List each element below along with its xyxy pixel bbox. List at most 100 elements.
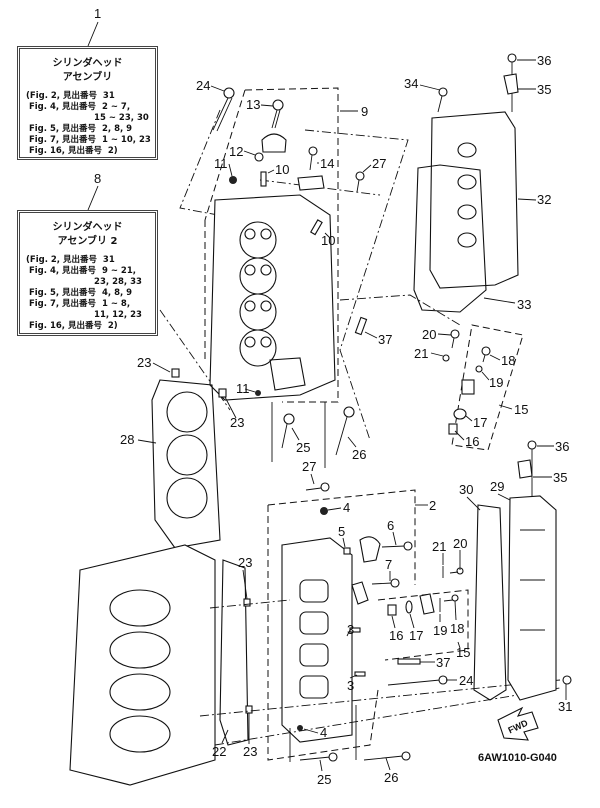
crankcase-block	[69, 544, 216, 786]
block-cylinders	[109, 589, 171, 753]
assembly-boundary-2-edge	[267, 505, 379, 761]
callout: 2	[429, 498, 436, 513]
callout: 13	[246, 97, 260, 112]
ref-line	[209, 599, 291, 609]
callout: 22	[212, 744, 226, 759]
callout: 33	[517, 297, 531, 312]
assembly-boundary-9-edge	[204, 89, 246, 221]
bolt-27-upper	[355, 171, 365, 193]
callout: 9	[361, 104, 368, 119]
ref-row: (Fig. 2, 見出番号 31	[26, 255, 115, 265]
assembly-boundary-2	[267, 489, 416, 585]
head-gasket-28	[151, 379, 221, 549]
callout: 23	[238, 555, 252, 570]
leader-8	[87, 185, 99, 211]
ref-line	[339, 294, 461, 326]
nut-4-lower	[297, 725, 303, 731]
bolt-25-upper	[281, 413, 295, 449]
ref-row: (Fig. 2, 見出番号 31	[26, 91, 115, 101]
callout: 21	[432, 539, 446, 554]
plug-37-lower	[397, 658, 421, 665]
assembly-box-8-title: シリンダヘッド アセンブリ 2	[20, 221, 155, 249]
callout: 18	[501, 353, 515, 368]
ref-row: Fig. 16, 見出番号 2)	[26, 321, 118, 331]
callout: 20	[422, 327, 436, 342]
callout: 6	[387, 518, 394, 533]
combustion-chambers	[239, 221, 277, 367]
gasket-bores	[166, 391, 208, 519]
washer-21	[442, 354, 450, 362]
bolt-7	[371, 578, 400, 588]
nut-11-upper	[229, 176, 237, 184]
cylinder-head-lower	[281, 537, 353, 743]
callout: 34	[404, 76, 418, 91]
callout: 24	[459, 673, 473, 688]
valve-cover-ports	[457, 142, 477, 248]
callout: 29	[490, 479, 504, 494]
callout: 26	[352, 447, 366, 462]
gasket-33	[413, 164, 487, 313]
bolt-26-upper	[335, 406, 355, 456]
plug-37-upper	[354, 316, 368, 336]
callout: 24	[196, 78, 210, 93]
gasket-30	[473, 504, 507, 701]
callout: 26	[384, 770, 398, 785]
bracket-35-upper	[503, 73, 519, 95]
housing-lower	[419, 593, 435, 615]
callout: 10	[321, 233, 335, 248]
callout-1: 1	[94, 6, 101, 21]
ref-line	[159, 309, 231, 411]
callout-8: 8	[94, 171, 101, 186]
assembly-box-1-title: シリンダヘッド アセンブリ	[20, 57, 155, 85]
callout: 31	[558, 699, 572, 714]
assembly-boundary-15	[451, 324, 524, 451]
callout: 21	[414, 346, 428, 361]
ref-line	[199, 679, 561, 717]
callout: 27	[302, 459, 316, 474]
title-line: アセンブリ 2	[57, 236, 118, 247]
title-line: シリンダヘッド	[52, 222, 123, 233]
pin-10b	[310, 219, 323, 236]
bolt-27-lower	[305, 482, 330, 492]
callout: 15	[514, 402, 528, 417]
assembly-box-8: シリンダヘッド アセンブリ 2 (Fig. 2, 見出番号 31 Fig. 4,…	[17, 210, 158, 336]
callout: 16	[389, 628, 403, 643]
callout: 17	[409, 628, 423, 643]
bolt-20-upper	[450, 329, 460, 349]
bolt-20-lower	[449, 567, 464, 575]
callout: 10	[275, 162, 289, 177]
callout: 11	[214, 156, 228, 171]
callout: 25	[296, 440, 310, 455]
callout: 23	[243, 744, 257, 759]
callout: 35	[537, 82, 551, 97]
drawing-code: 6AW1010-G040	[478, 752, 557, 764]
callout: 18	[450, 621, 464, 636]
callout: 11	[236, 381, 250, 396]
oring-19	[475, 365, 483, 373]
callout-leaders	[137, 59, 554, 772]
bolt-6	[381, 541, 413, 551]
callout: 19	[433, 623, 447, 638]
ref-row: Fig. 7, 見出番号 1 ~ 10, 23	[26, 135, 151, 145]
callout: 20	[453, 536, 467, 551]
ref-row: Fig. 5, 見出番号 4, 8, 9	[26, 288, 133, 298]
ref-row: Fig. 16, 見出番号 2)	[26, 146, 118, 156]
title-line: シリンダヘッド	[52, 58, 123, 69]
callout: 28	[120, 432, 134, 447]
callout: 32	[537, 192, 551, 207]
bolt-24-upper	[212, 87, 235, 132]
gasket-22	[219, 559, 249, 746]
pin-3-lower	[354, 671, 366, 677]
nut-11-lower	[255, 390, 261, 396]
ref-row: 23, 28, 33	[26, 277, 142, 287]
bracket-part	[261, 133, 287, 153]
thermostat-housing	[461, 379, 475, 395]
callout: 14	[320, 156, 334, 171]
callout: 3	[347, 678, 354, 693]
dowel-23a	[171, 368, 180, 378]
bracket-6	[359, 536, 381, 563]
bolt-18-lower	[443, 594, 459, 602]
ref-row: 15 ~ 23, 30	[26, 113, 149, 123]
title-line: アセンブリ	[62, 72, 113, 83]
callout: 12	[229, 144, 243, 159]
